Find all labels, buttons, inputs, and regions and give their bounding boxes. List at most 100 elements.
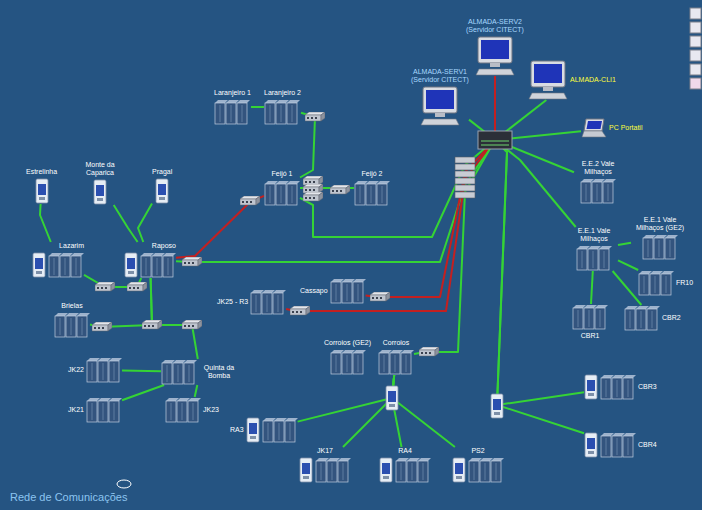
toolbar-icon	[690, 64, 701, 75]
rack-line	[474, 463, 475, 480]
icon-holder	[161, 359, 197, 385]
rack-top	[665, 235, 678, 238]
rack-cabinet	[418, 461, 428, 482]
station-label: Feijó 2	[361, 170, 382, 178]
icon-holder	[250, 289, 286, 315]
plc-panel	[382, 463, 390, 474]
rack-line	[401, 463, 402, 480]
plc-panel	[127, 258, 135, 269]
rack-line	[321, 463, 322, 480]
rack-cabinet	[87, 401, 97, 422]
label-group: PS2	[471, 447, 484, 455]
link-line	[298, 375, 395, 422]
station-node: JK22	[68, 357, 122, 383]
station-node: Raposo	[124, 242, 176, 278]
station-label: JK23	[203, 406, 219, 414]
plc-panel	[587, 380, 595, 391]
plc-panel	[249, 423, 257, 434]
rack-cabinet	[643, 238, 653, 259]
rack-cabinet	[573, 308, 583, 329]
station-label: (Servidor CITECT)	[411, 76, 469, 84]
plc-panel	[35, 258, 43, 269]
station-label: Feijó 1	[271, 170, 292, 178]
rack-top	[377, 181, 390, 184]
icon-holder	[264, 99, 300, 125]
equipment-icon	[475, 36, 515, 76]
station-label: E.E.1 Vale Milhaços (GE2)	[631, 216, 689, 232]
station-node: RA4	[379, 447, 431, 483]
icon-holder	[93, 179, 107, 205]
rack-top	[379, 350, 392, 353]
station-node: JK21	[68, 397, 122, 423]
rack-top	[285, 418, 298, 421]
rack-top	[623, 375, 636, 378]
toolbar-icon	[690, 22, 701, 33]
network-link	[114, 205, 138, 242]
plc-slot	[588, 393, 594, 396]
rack-line	[600, 310, 601, 327]
link-line	[618, 260, 638, 270]
rack-top	[650, 271, 663, 274]
plc-slot	[588, 451, 594, 454]
rack-top	[237, 100, 250, 103]
link-line	[300, 113, 315, 178]
network-link	[151, 278, 198, 359]
equipment-icon	[452, 457, 504, 483]
rack-top	[276, 100, 289, 103]
link-line	[495, 140, 584, 433]
laptop-base	[582, 131, 606, 137]
rack-cabinet	[60, 256, 70, 277]
station-node: Corroios (GE2)	[324, 339, 371, 375]
station-label: JK21	[68, 406, 84, 414]
station-label: PS2	[471, 447, 484, 455]
equipment-icon	[264, 99, 300, 125]
rack-cabinet	[331, 282, 341, 303]
rack-line	[182, 403, 183, 420]
station-node: FR10	[638, 270, 693, 296]
rack-top	[612, 433, 625, 436]
station-label: CBR1	[581, 332, 600, 340]
network-switch	[303, 176, 323, 185]
station-node: Feijó 1	[264, 170, 300, 206]
rack-line	[335, 284, 336, 301]
rack-cabinet	[338, 461, 348, 482]
equipment-icon	[93, 179, 107, 205]
icon-holder	[54, 312, 90, 338]
rack-top	[601, 375, 614, 378]
equipment-icon	[124, 252, 176, 278]
rack-top	[226, 100, 239, 103]
switch-stack-unit	[455, 164, 475, 170]
plc-body	[33, 253, 45, 277]
rack-line	[628, 380, 629, 397]
station-node: ALMADA-CLI1	[528, 60, 616, 100]
rack-line	[593, 251, 594, 268]
rack-top	[390, 350, 403, 353]
rack-cabinet	[237, 103, 247, 124]
station-node: CBR2	[624, 305, 681, 331]
label-group: Corroios	[383, 339, 409, 347]
rack-top	[601, 433, 614, 436]
link-line	[494, 76, 496, 140]
rack-line	[65, 258, 66, 275]
station-node: E.E.1 Vale Milhaços	[570, 227, 618, 271]
link-line	[151, 278, 198, 359]
rack-top	[577, 246, 590, 249]
plc-body	[94, 180, 106, 204]
plc-slot	[383, 476, 389, 479]
rack-cabinet	[584, 308, 594, 329]
rack-line	[346, 355, 347, 372]
rack-cabinet	[342, 353, 352, 374]
rack-line	[157, 258, 158, 275]
link-line	[122, 370, 161, 373]
rack-top	[55, 313, 68, 316]
rack-cabinet	[163, 256, 173, 277]
rack-top	[584, 305, 597, 308]
rack-line	[270, 186, 271, 203]
equipment-icon	[54, 312, 90, 338]
rack-cabinet	[625, 309, 635, 330]
rack-top	[251, 290, 264, 293]
rack-line	[220, 105, 221, 122]
link-line	[494, 76, 496, 140]
rack-top	[396, 458, 409, 461]
rack-top	[162, 360, 175, 363]
